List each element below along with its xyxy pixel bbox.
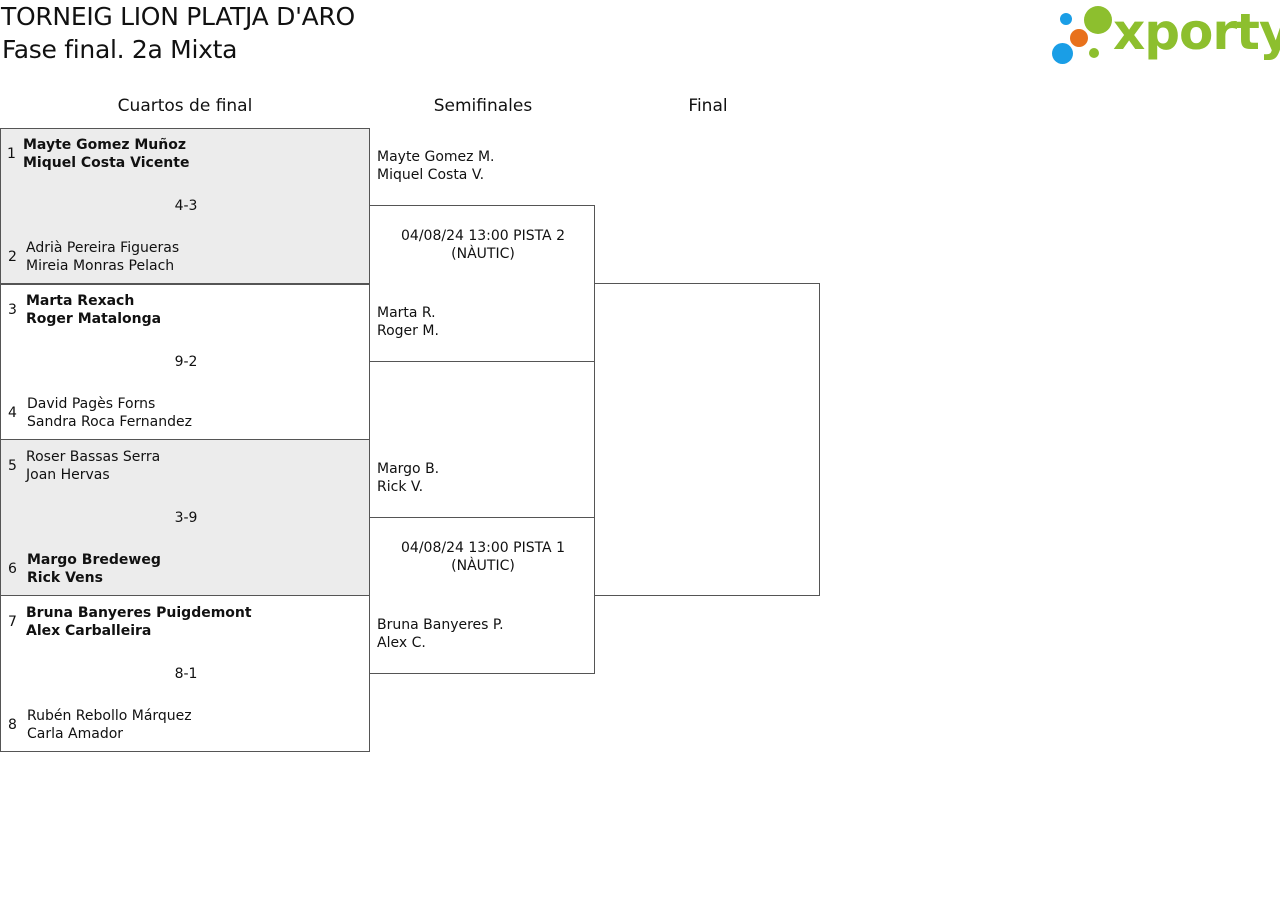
semifinal-2-top-team: Margo B. Rick V.: [377, 460, 439, 496]
logo-dot-blue-large-icon: [1052, 43, 1073, 64]
quarterfinal-match-1[interactable]: 1 Mayte Gomez Muñoz Miquel Costa Vicente…: [0, 128, 370, 285]
schedule-datetime-court: 04/08/24 13:00 PISTA 1: [401, 540, 565, 556]
player-name: Rubén Rebollo Márquez: [27, 708, 192, 724]
player-name: Sandra Roca Fernandez: [27, 414, 192, 430]
player-name: Roger M.: [377, 323, 439, 339]
schedule-venue: (NÀUTIC): [451, 246, 515, 262]
team-entry: Marta Rexach Roger Matalonga: [26, 292, 161, 328]
seed-number: 1: [7, 146, 16, 162]
semifinal-match-2[interactable]: 04/08/24 13:00 PISTA 1 (NÀUTIC) Bruna Ba…: [369, 517, 595, 674]
seed-number: 3: [8, 302, 17, 318]
player-name: Alex C.: [377, 635, 426, 651]
page-subtitle: Fase final. 2a Mixta: [2, 35, 238, 64]
match-schedule: 04/08/24 13:00 PISTA 1 (NÀUTIC): [370, 539, 596, 575]
player-name: Rick Vens: [27, 570, 103, 586]
seed-number: 6: [8, 561, 17, 577]
seed-number: 4: [8, 405, 17, 421]
quarterfinal-match-2[interactable]: 3 Marta Rexach Roger Matalonga 9-2 4 Dav…: [0, 283, 370, 440]
quarterfinal-match-3[interactable]: 5 Roser Bassas Serra Joan Hervas 3-9 6 M…: [0, 439, 370, 596]
column-header-final: Final: [688, 96, 728, 116]
player-name: Joan Hervas: [26, 467, 110, 483]
semifinal-1-bottom-team: Marta R. Roger M.: [377, 304, 439, 340]
seed-number: 8: [8, 717, 17, 733]
semifinal-2-bottom-team: Bruna Banyeres P. Alex C.: [377, 616, 504, 652]
seed-number: 2: [8, 249, 17, 265]
player-name: Bruna Banyeres P.: [377, 617, 504, 633]
team-entry: Bruna Banyeres Puigdemont Alex Carballei…: [26, 604, 252, 640]
schedule-venue: (NÀUTIC): [451, 558, 515, 574]
final-match[interactable]: [594, 283, 820, 596]
team-entry: David Pagès Forns Sandra Roca Fernandez: [27, 395, 192, 431]
column-header-quarterfinals: Cuartos de final: [117, 96, 253, 116]
logo-dot-green-icon: [1084, 6, 1112, 34]
page-title: TORNEIG LION PLATJA D'ARO: [1, 2, 355, 31]
match-score: 4-3: [174, 198, 198, 214]
team-entry: Rubén Rebollo Márquez Carla Amador: [27, 707, 192, 743]
player-name: Miquel Costa Vicente: [23, 155, 190, 171]
player-name: Rick V.: [377, 479, 424, 495]
player-name: Marta Rexach: [26, 293, 135, 309]
player-name: David Pagès Forns: [27, 396, 156, 412]
player-name: Margo Bredeweg: [27, 552, 161, 568]
semifinal-1-top-team: Mayte Gomez M. Miquel Costa V.: [377, 148, 495, 184]
logo-dot-orange-icon: [1070, 29, 1088, 47]
player-name: Miquel Costa V.: [377, 167, 485, 183]
team-entry: Mayte Gomez Muñoz Miquel Costa Vicente: [23, 136, 189, 172]
player-name: Mayte Gomez M.: [377, 149, 495, 165]
logo-dot-green-small-icon: [1089, 48, 1099, 58]
player-name: Mayte Gomez Muñoz: [23, 137, 186, 153]
schedule-datetime-court: 04/08/24 13:00 PISTA 2: [401, 228, 565, 244]
logo-wordmark: xporty: [1113, 3, 1280, 61]
player-name: Adrià Pereira Figueras: [26, 240, 180, 256]
match-score: 8-1: [174, 666, 198, 682]
team-entry: Margo Bredeweg Rick Vens: [27, 551, 161, 587]
player-name: Alex Carballeira: [26, 623, 152, 639]
player-name: Bruna Banyeres Puigdemont: [26, 605, 252, 621]
semifinal-match-1[interactable]: 04/08/24 13:00 PISTA 2 (NÀUTIC) Marta R.…: [369, 205, 595, 362]
match-schedule: 04/08/24 13:00 PISTA 2 (NÀUTIC): [370, 227, 596, 263]
logo-dot-blue-small-icon: [1060, 13, 1072, 25]
match-score: 9-2: [174, 354, 198, 370]
seed-number: 7: [8, 614, 17, 630]
xporty-logo[interactable]: xporty: [1050, 3, 1280, 68]
match-score: 3-9: [174, 510, 198, 526]
quarterfinal-match-4[interactable]: 7 Bruna Banyeres Puigdemont Alex Carball…: [0, 595, 370, 752]
player-name: Marta R.: [377, 305, 436, 321]
player-name: Roser Bassas Serra: [26, 449, 161, 465]
team-entry: Adrià Pereira Figueras Mireia Monras Pel…: [26, 239, 179, 275]
column-header-semifinals: Semifinales: [433, 96, 533, 116]
player-name: Carla Amador: [27, 726, 124, 742]
player-name: Margo B.: [377, 461, 440, 477]
seed-number: 5: [8, 458, 17, 474]
player-name: Roger Matalonga: [26, 311, 162, 327]
player-name: Mireia Monras Pelach: [26, 258, 175, 274]
team-entry: Roser Bassas Serra Joan Hervas: [26, 448, 160, 484]
